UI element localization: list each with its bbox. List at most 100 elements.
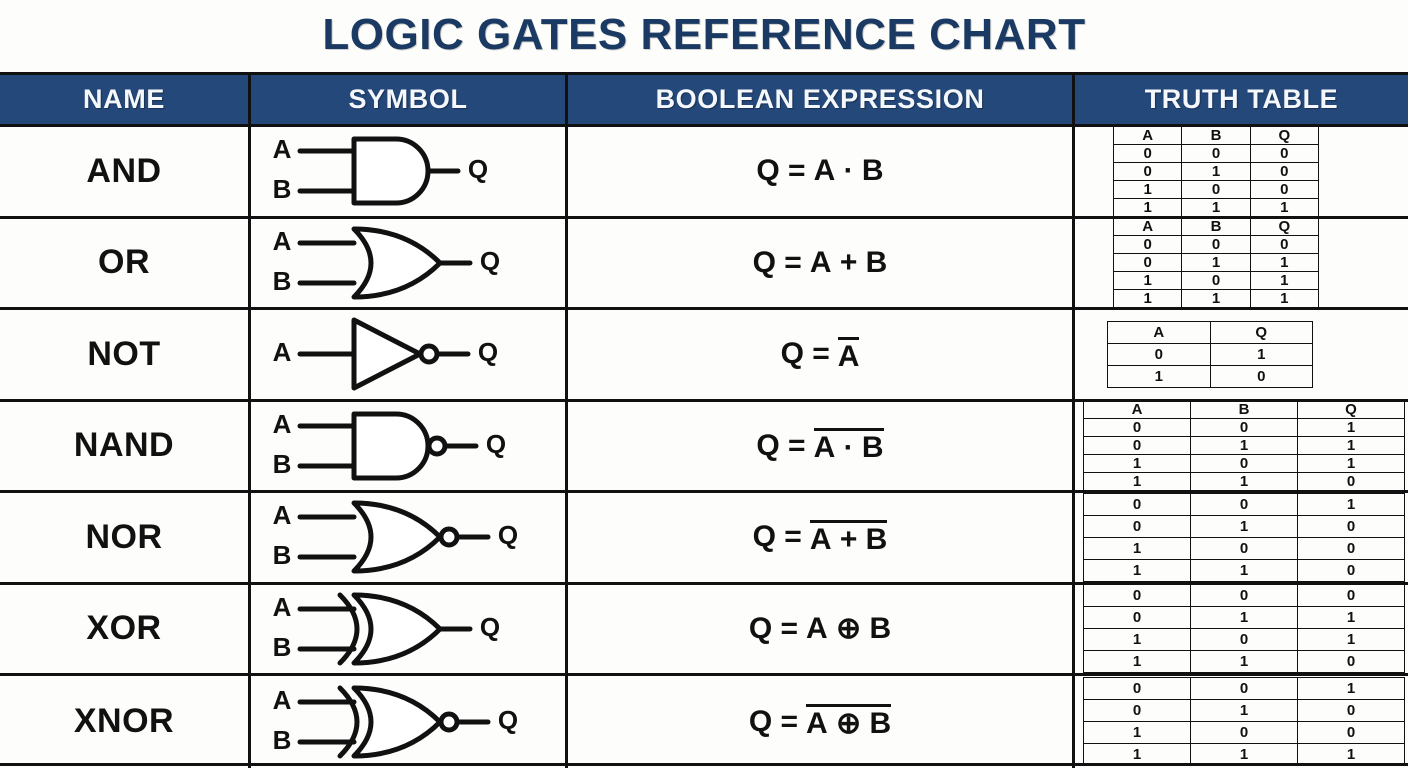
gates-table: NAME SYMBOL BOOLEAN EXPRESSION TRUTH TAB…: [0, 72, 1408, 768]
truth-table-cell: 0: [1249, 143, 1320, 163]
truth-table-cell: 0: [1181, 143, 1251, 163]
truth-table-cell: 0: [1181, 179, 1251, 199]
truth-table-cell: 0: [1107, 342, 1211, 366]
truth-table-header-cell: B: [1190, 400, 1298, 420]
svg-text:A: A: [273, 592, 292, 622]
truth-table-cell: 1: [1181, 197, 1251, 217]
truth-table-header-cell: Q: [1249, 125, 1320, 145]
column-header-name: NAME: [83, 84, 165, 114]
boolean-expression-label: Q =A: [780, 336, 860, 373]
gate-name-cell: AND: [0, 127, 248, 216]
column-header-boolean: BOOLEAN EXPRESSION: [565, 75, 1072, 124]
truth-table-cell: 0: [1297, 472, 1405, 492]
truth-table-header-cell: A: [1112, 125, 1183, 145]
boolean-expression-cell: Q =A + B: [565, 493, 1072, 582]
boolean-expression-label: Q =A + B: [752, 245, 888, 279]
truth-table-cell: 0: [1190, 628, 1298, 652]
truth-table-cell: 1: [1190, 436, 1298, 456]
truth-table-cell: 0: [1083, 677, 1191, 701]
truth-table-cell: 0: [1190, 721, 1298, 745]
gate-name-cell: NOR: [0, 493, 248, 582]
boolean-expression-cell: Q =A ⊕ B: [565, 676, 1072, 768]
truth-table-cell: 0: [1297, 699, 1405, 723]
truth-table-header-cell: A: [1107, 320, 1211, 344]
truth-table-cell: 1: [1083, 628, 1191, 652]
truth-table-cell: 1: [1297, 628, 1405, 652]
truth-table-cell: 0: [1112, 161, 1183, 181]
truth-table-cell: 0: [1190, 418, 1298, 438]
boolean-expression-label: Q =A ⊕ B: [748, 704, 892, 740]
svg-text:Q: Q: [480, 246, 500, 276]
truth-table-cell: 0: [1083, 584, 1191, 608]
truth-table-cell: 0: [1297, 536, 1405, 560]
svg-text:Q: Q: [486, 429, 506, 459]
truth-table-cell: 1: [1190, 606, 1298, 630]
truth-table-cell: 1: [1083, 454, 1191, 474]
column-header-truth: TRUTH TABLE: [1072, 75, 1408, 124]
svg-text:A: A: [273, 409, 292, 439]
gate-name-label: XOR: [86, 609, 162, 648]
boolean-expression-label: Q =A ⊕ B: [748, 611, 892, 646]
truth-table-cell: 1: [1181, 161, 1251, 181]
truth-table-cell: 1: [1112, 271, 1183, 291]
truth-table-header-cell: Q: [1249, 217, 1320, 237]
gate-name-label: AND: [86, 151, 162, 190]
truth-table-header-cell: Q: [1297, 400, 1405, 420]
truth-table-cell: 1: [1181, 253, 1251, 273]
truth-table-header-cell: A: [1083, 400, 1191, 420]
truth-table-cell: 1: [1297, 454, 1405, 474]
boolean-expression-cell: Q =A + B: [565, 218, 1072, 307]
truth-table-cell: 1: [1112, 179, 1183, 199]
gate-name-label: XNOR: [73, 702, 175, 741]
table-header-row: NAME SYMBOL BOOLEAN EXPRESSION TRUTH TAB…: [0, 75, 1408, 127]
truth-table-header-cell: B: [1181, 217, 1251, 237]
gate-name-label: NOT: [87, 334, 161, 373]
truth-table-cell: 0: [1112, 253, 1183, 273]
gate-name-cell: XOR: [0, 585, 248, 674]
truth-table-cell: 0: [1209, 364, 1313, 388]
truth-table-cell: 1: [1249, 253, 1320, 273]
svg-text:B: B: [273, 725, 292, 755]
truth-table-cell: 0: [1190, 492, 1298, 516]
svg-text:A: A: [273, 226, 292, 256]
truth-table-cell: 0: [1112, 143, 1183, 163]
truth-table-cell: 0: [1083, 699, 1191, 723]
truth-table-cell: 1: [1297, 743, 1405, 767]
boolean-expression-cell: Q =A: [565, 310, 1072, 399]
truth-table-cell: 1: [1297, 418, 1405, 438]
truth-table-cell: 0: [1181, 271, 1251, 291]
page-title: LOGIC GATES REFERENCE CHART: [322, 10, 1086, 59]
truth-table-cell: 1: [1190, 514, 1298, 538]
